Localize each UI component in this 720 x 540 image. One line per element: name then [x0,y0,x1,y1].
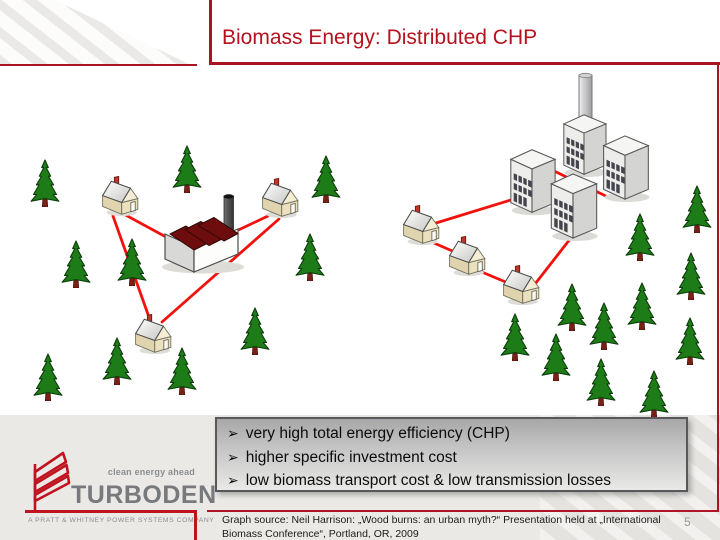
house-icon [449,236,486,276]
house-icon [403,205,440,245]
house-icon [102,176,139,216]
pine-tree-icon [167,347,197,395]
apartment-building-icon [563,114,608,178]
pine-tree-icon [172,145,202,193]
district-heating-line [550,168,614,201]
pine-tree-icon [541,333,571,381]
pine-tree-icon [675,317,705,365]
title-left-rule [209,0,212,62]
pine-tree-icon [589,302,619,350]
title-bottom-rule [209,62,720,65]
pine-tree-icon [682,185,712,233]
bullet-text: low biomass transport cost & low transmi… [245,472,611,489]
logo-brand: TURBODEN [71,481,217,509]
logo-tagline: clean energy ahead [107,467,195,477]
bullet-arrow-icon: ➢ [227,425,239,441]
bullet-item: ➢ low biomass transport cost & low transm… [227,469,676,493]
header-left-rule [0,64,197,66]
factory-smokestack-icon [223,194,234,231]
house-icon [503,265,540,305]
forest [30,145,712,418]
bullet-item: ➢ higher specific investment cost [227,446,676,470]
pine-tree-icon [586,358,616,406]
heating-network-lines-left [111,210,281,324]
source-rule [207,510,718,512]
logo-company-line: A PRATT & WHITNEY POWER SYSTEMS COMPANY [28,517,215,524]
bullet-text: higher specific investment cost [245,448,457,466]
district-heating-line [425,238,459,255]
right-edge-rule [717,62,719,512]
apartment-building-icon [603,135,650,203]
district-heating-line [160,217,281,324]
heating-network-lines-right [425,168,614,286]
source-line2: Biomass Conference“, Portland, OR, 2009 [222,527,419,540]
pine-tree-icon [311,155,341,203]
logo-rule-vertical [194,510,197,540]
sawtooth-roof [169,217,239,251]
pine-tree-icon [30,159,60,207]
district-heating-line [118,210,192,252]
pine-tree-icon [500,313,530,361]
source-line1: Graph source: Neil Harrison: „Wood burns… [222,514,661,526]
district-heating-line [111,214,152,322]
pine-tree-icon [102,337,132,385]
district-heating-line [475,268,510,285]
district-heating-line [434,197,516,225]
pine-tree-icon [117,238,147,286]
pine-tree-icon [557,283,587,331]
district-heating-line [533,232,576,286]
pine-tree-icon [627,282,657,330]
page-number: 5 [684,515,691,529]
pine-tree-icon [639,370,669,418]
bullet-item: ➢ very high total energy efficiency (CHP) [227,422,676,446]
house-icon [262,178,299,218]
apartment-building-icon [550,173,599,242]
turboden-brand-mark-icon [33,451,71,511]
pine-tree-icon [33,353,63,401]
factory-icon [162,194,244,274]
bullet-arrow-icon: ➢ [227,472,239,488]
apartment-building-icon [510,149,557,216]
district-heating-line [230,214,270,235]
pine-tree-icon [625,213,655,261]
page-title: Biomass Energy: Distributed CHP [222,26,538,49]
house-icon [135,314,172,354]
pine-tree-icon [240,307,270,355]
bullet-arrow-icon: ➢ [227,448,239,465]
smokestack-icon [578,72,593,125]
source-citation: Graph source: Neil Harrison: „Wood burns… [222,514,684,540]
pine-tree-icon [676,252,706,300]
bullet-text: very high total energy efficiency (CHP) [245,425,510,442]
benefits-box: ➢ very high total energy efficiency (CHP)… [215,417,688,492]
pine-tree-icon [295,233,325,281]
corner-watermark-stripes [0,0,194,66]
logo-rule-horizontal [25,510,196,513]
pine-tree-icon [61,240,91,288]
